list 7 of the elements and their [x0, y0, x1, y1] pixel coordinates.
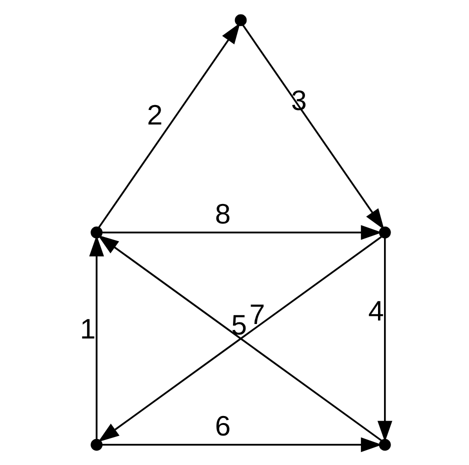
edge-label: 8: [214, 198, 231, 230]
edge-label: 5: [231, 310, 247, 341]
edge-label: 4: [368, 295, 384, 326]
edge-label: 7: [249, 298, 265, 330]
edge-label: 2: [146, 100, 163, 131]
edge-label: 1: [80, 313, 96, 344]
edge-label: 6: [214, 410, 231, 442]
